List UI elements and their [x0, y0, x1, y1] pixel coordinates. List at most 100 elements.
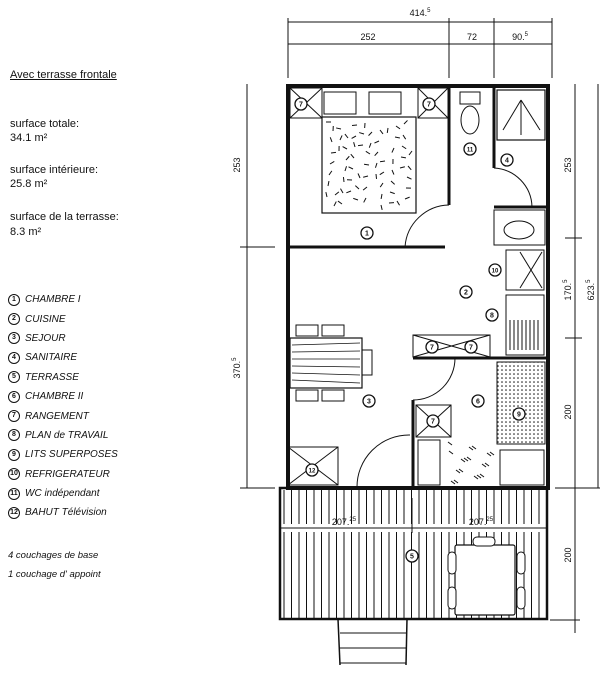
room-number: 5 — [410, 554, 414, 561]
bed-pattern — [403, 120, 408, 125]
bed-pattern — [368, 131, 373, 136]
terrace-table — [454, 544, 516, 616]
bed-pattern — [379, 129, 384, 135]
dimension-value: 253 — [232, 157, 242, 172]
legend-number: 4 — [8, 351, 20, 364]
dimension-value: 207. — [332, 517, 350, 527]
dimension-superscript: 5 — [427, 8, 431, 14]
fridge — [505, 249, 545, 291]
bed-pattern — [408, 150, 413, 156]
bed-pattern — [379, 171, 385, 176]
legend-label: RANGEMENT — [25, 410, 89, 422]
dimension-superscript: 5 — [563, 279, 569, 283]
bed-pattern — [391, 169, 395, 175]
bed-pattern — [329, 160, 335, 165]
stair-rail — [405, 618, 408, 666]
dimension-superscript: 5 — [232, 357, 238, 361]
dimension-label: 90.5 — [512, 32, 529, 42]
terrace-chair — [447, 586, 457, 610]
bed-pattern — [380, 204, 383, 210]
dimension-label: 200 — [563, 547, 573, 562]
wood-grain — [291, 365, 361, 368]
dimension-label: 253 — [232, 157, 242, 172]
legend-label: CHAMBRE I — [25, 294, 81, 306]
dimension-label: 72 — [467, 32, 477, 42]
line — [519, 251, 543, 289]
bed-pattern — [401, 145, 407, 150]
bunk-beds — [496, 361, 546, 445]
bed-pattern — [363, 175, 369, 178]
legend-number: 1 — [8, 293, 20, 306]
bed-pattern — [447, 441, 453, 446]
dining-chair — [361, 349, 373, 376]
bed-pattern — [368, 142, 372, 148]
base-beds: 4 couchages de base — [8, 550, 99, 561]
bed-pattern — [328, 170, 333, 176]
wood-grain — [291, 350, 361, 353]
dimension-label: 370.5 — [232, 357, 242, 379]
bed-pattern — [448, 450, 454, 455]
surface-total-value: 34.1 m² — [10, 132, 48, 144]
bed-pattern — [460, 458, 466, 463]
room-number-circle — [459, 285, 473, 299]
legend-label: CHAMBRE II — [25, 391, 84, 403]
wood-grain — [291, 342, 361, 346]
bed-pattern — [337, 200, 343, 205]
bed-pattern — [386, 127, 389, 134]
legend-label: TERRASSE — [25, 371, 79, 383]
bed-pattern — [379, 182, 384, 188]
room-number: 6 — [476, 399, 480, 406]
shower-tray — [496, 89, 546, 141]
dimension-value: 72 — [467, 32, 477, 42]
bed-pattern — [391, 147, 395, 153]
bed-pattern — [468, 446, 474, 451]
bed-pattern — [466, 456, 472, 461]
legend-number: 6 — [8, 390, 20, 403]
legend-label: REFRIGERATEUR — [25, 468, 110, 480]
toilet-tank — [459, 91, 481, 105]
legend-number: 10 — [8, 468, 20, 481]
wardrobe — [417, 87, 449, 119]
room-number: 7 — [431, 419, 435, 426]
bed-pattern — [399, 166, 405, 169]
bed-pattern — [379, 160, 386, 163]
bed-pattern — [375, 173, 378, 180]
bed-pattern — [406, 176, 412, 180]
room-number-circle — [425, 340, 439, 354]
room-number-circle — [426, 414, 440, 428]
bed-pattern — [479, 473, 485, 478]
door-arc — [404, 204, 450, 248]
room-number: 7 — [430, 345, 434, 352]
dimension-value: 207. — [469, 517, 487, 527]
dining-chair — [295, 389, 319, 402]
wood-grain — [291, 379, 361, 384]
pillow — [323, 91, 357, 115]
surface-interior-value: 25.8 m² — [10, 178, 48, 190]
dimension-label: 252 — [360, 32, 375, 42]
room-number: 10 — [492, 269, 499, 275]
room-number: 7 — [469, 345, 473, 352]
room-number: 7 — [299, 102, 303, 109]
bed — [417, 439, 441, 486]
bed-pattern — [402, 134, 407, 140]
dining-chair — [321, 389, 345, 402]
door-arc — [493, 167, 533, 208]
bed-pattern — [463, 457, 469, 462]
bed-pattern — [334, 191, 340, 196]
bed-pattern — [484, 462, 490, 467]
bed-pattern — [453, 479, 459, 484]
legend-number: 11 — [8, 487, 20, 500]
bed-pattern — [404, 196, 410, 200]
bed-pattern — [380, 193, 383, 200]
room-number: 9 — [517, 412, 521, 419]
wardrobe — [415, 404, 452, 438]
room-number: 7 — [427, 102, 431, 109]
dimension-label: 200 — [563, 404, 573, 419]
bed-pattern — [363, 197, 367, 203]
dimension-superscript: 25 — [349, 517, 356, 523]
bed-pattern — [342, 146, 348, 150]
legend-number: 12 — [8, 506, 20, 519]
legend-number: 9 — [8, 448, 20, 461]
